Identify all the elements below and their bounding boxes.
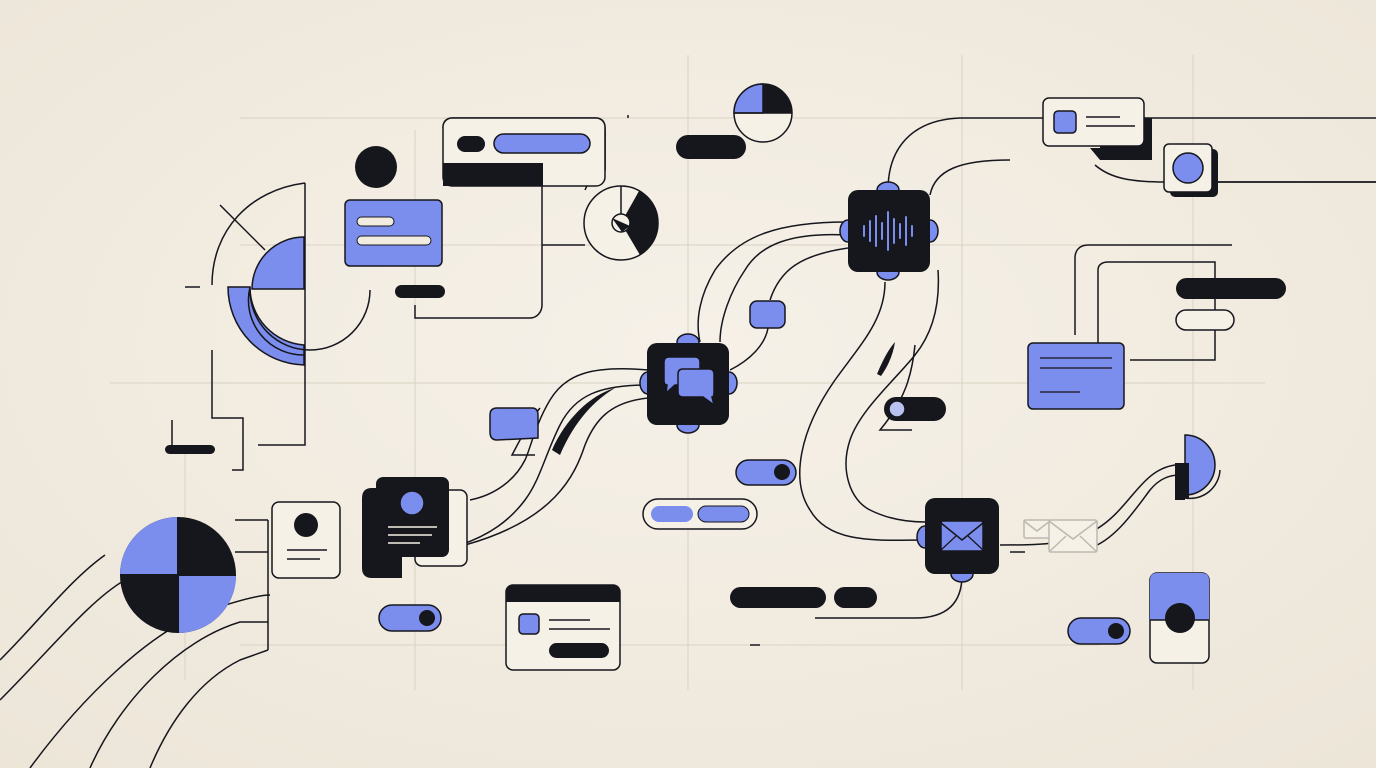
blue-message-card [1027, 342, 1125, 410]
label-bar [395, 285, 445, 298]
radial-chart-left [227, 236, 371, 366]
toggle-switch [884, 397, 946, 421]
avatar-card-right [1149, 572, 1210, 664]
label-pill [1176, 278, 1286, 299]
segmented-control [642, 498, 758, 530]
user-profile-icon [388, 490, 437, 544]
chat-node [639, 333, 738, 434]
tag [489, 407, 539, 441]
chat-bubbles-icon [663, 356, 716, 407]
profile-card-small [271, 501, 341, 579]
blue-text-card [344, 199, 443, 267]
connector-lines [0, 115, 1376, 768]
toggle-switch [1067, 617, 1131, 645]
label-pill [676, 135, 746, 159]
swoosh-shape [552, 388, 615, 455]
label-pill-outline [1175, 309, 1235, 331]
window-card-top-right [1042, 97, 1152, 160]
avatar-dot [355, 146, 397, 188]
gauge-dial [583, 185, 659, 261]
pie-chart-top [733, 83, 793, 143]
envelope-icon [940, 520, 984, 552]
profile-card-stack [362, 477, 468, 578]
voice-node [839, 181, 939, 281]
toggle-switch [378, 604, 442, 632]
label-pill [730, 587, 826, 608]
swoosh-shape [877, 342, 895, 376]
label-bar [165, 445, 215, 454]
envelope-icon [1023, 519, 1098, 553]
label-pill [834, 587, 877, 608]
icon-tile-top-right [1163, 143, 1218, 197]
chip [749, 300, 786, 329]
window-card [505, 584, 621, 671]
half-pie-right [1175, 434, 1221, 500]
form-panel [442, 117, 606, 187]
mail-node [916, 498, 999, 583]
quadrant-chart [120, 517, 236, 633]
toggle-switch [735, 459, 797, 486]
sound-wave-icon [863, 211, 913, 251]
